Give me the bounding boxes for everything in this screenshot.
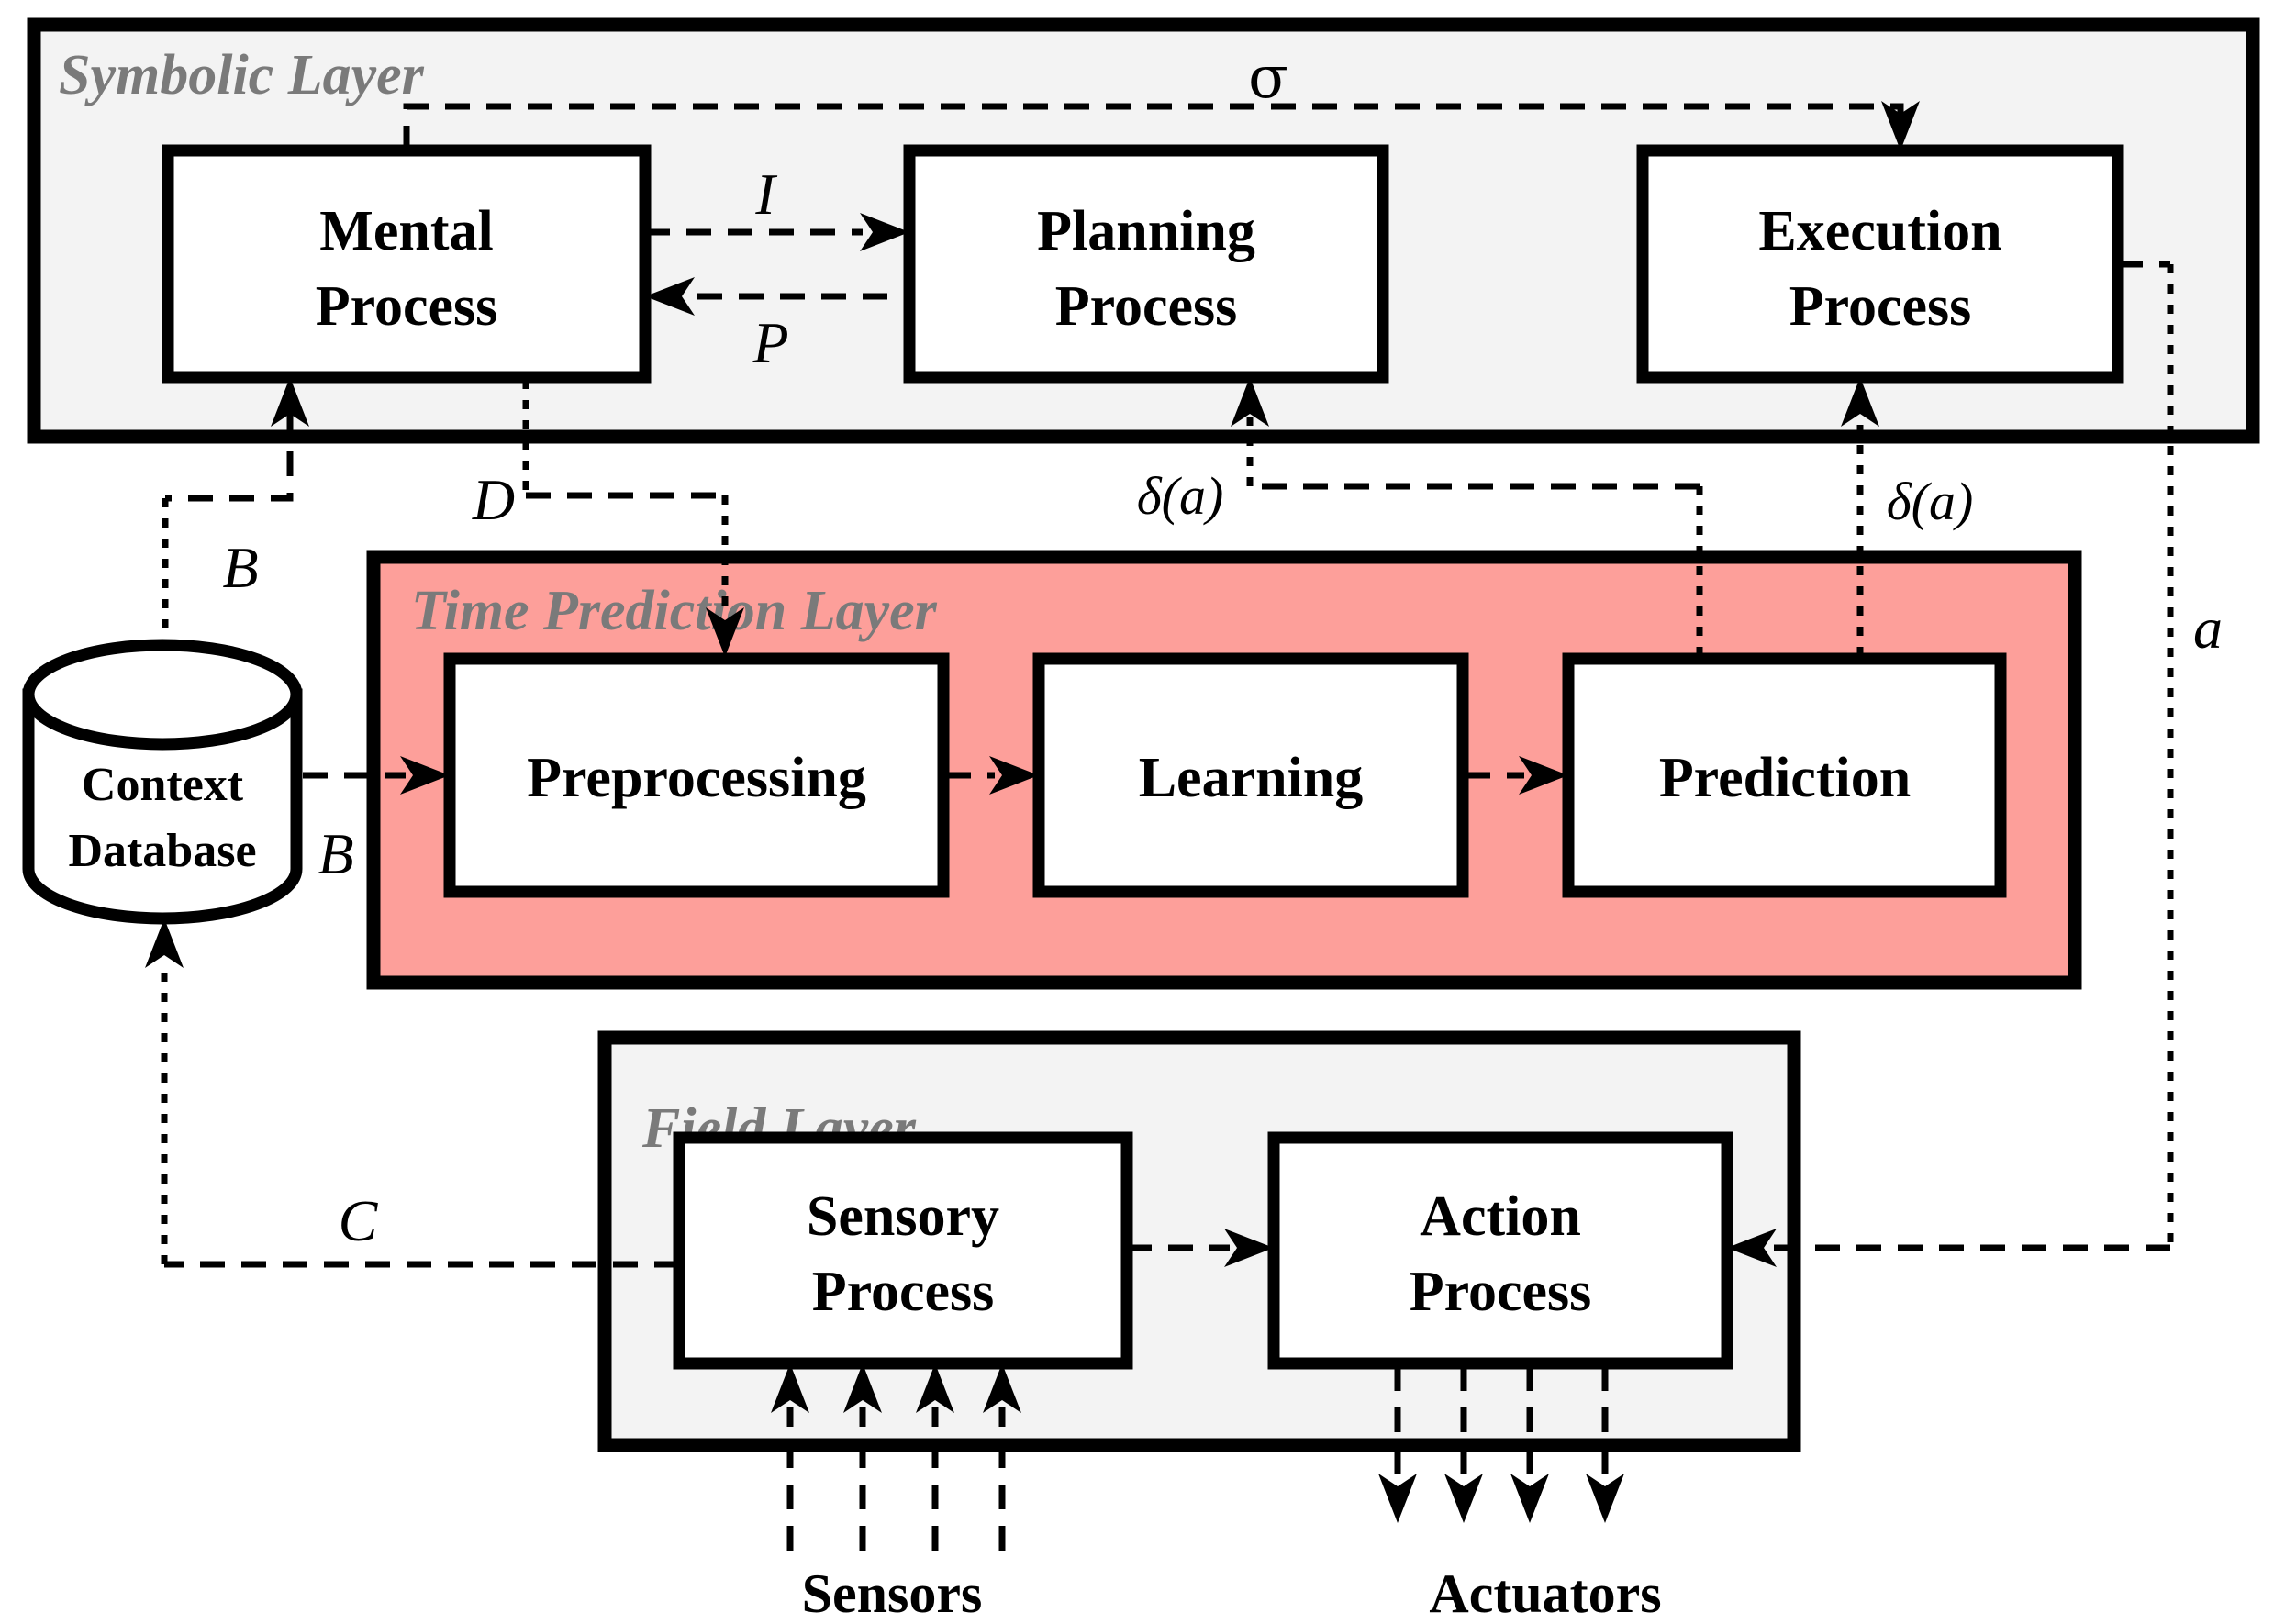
node-execution-process: Execution Process [1636, 144, 2124, 384]
mental-process-label-2: Process [316, 275, 498, 338]
arrowhead-down-icon [1444, 1474, 1483, 1523]
actuators-label: Actuators [1429, 1563, 1661, 1624]
execution-process-box [1636, 144, 2124, 384]
arrowhead-down-icon [1510, 1474, 1549, 1523]
edge-b-to-mental-label: B [222, 535, 258, 600]
context-database-label-2: Database [68, 825, 256, 877]
edge-intentions-label: I [754, 161, 777, 227]
preprocessing-box [443, 652, 950, 898]
arrowhead-down-icon [1378, 1474, 1417, 1523]
edge-c-label: C [339, 1188, 379, 1253]
arrowhead-right-icon [989, 756, 1039, 795]
edge-learning-to-prediction [1466, 756, 1568, 795]
edge-sigma: σ [403, 44, 1920, 150]
planning-process-box [903, 144, 1389, 384]
edge-sigma-label: σ [1248, 44, 1288, 112]
arrowhead-up-icon [916, 1363, 954, 1413]
time-prediction-layer-label: Time Prediction Layer [411, 580, 938, 642]
edge-sigma-path [403, 103, 1904, 150]
edge-c: C [145, 918, 679, 1268]
arrowhead-up-icon [1231, 377, 1269, 427]
edge-preprocessing-to-learning [946, 756, 1039, 795]
arrowhead-up-icon [145, 918, 184, 968]
arrowhead-down-icon [1881, 101, 1920, 150]
prediction-label: Prediction [1659, 747, 1911, 809]
arrowhead-right-icon [860, 213, 909, 251]
learning-label: Learning [1139, 747, 1364, 809]
edge-sensory-to-action [1127, 1229, 1274, 1267]
arrowhead-down-icon [706, 607, 744, 657]
edge-a: a [1727, 261, 2223, 1267]
mental-process-label-1: Mental [319, 200, 493, 262]
edge-b-to-preprocessing: B [303, 756, 450, 886]
node-sensory-process: Sensory Process [673, 1131, 1133, 1370]
node-preprocessing: Preprocessing [443, 652, 950, 898]
node-learning: Learning [1032, 652, 1469, 898]
action-process-label-2: Process [1410, 1261, 1592, 1323]
node-action-process: Action Process [1267, 1131, 1733, 1370]
sensor-input-arrows [771, 1363, 1021, 1551]
edge-delta-a-to-execution-label: δ(a) [1887, 472, 1974, 531]
arrowhead-right-icon [400, 756, 450, 795]
action-process-box [1267, 1131, 1733, 1370]
action-process-label-1: Action [1420, 1185, 1581, 1248]
mental-process-box [162, 144, 652, 384]
execution-process-label-1: Execution [1758, 200, 2001, 262]
edge-a-label: a [2193, 595, 2223, 661]
context-database-label-1: Context [82, 759, 244, 811]
node-planning-process: Planning Process [903, 144, 1389, 384]
sensory-process-label-1: Sensory [807, 1185, 999, 1248]
database-cylinder-body [22, 688, 303, 925]
node-context-database: Context Database [22, 639, 303, 925]
arrowhead-right-icon [1224, 1229, 1274, 1267]
edge-b-to-mental: B [162, 377, 309, 642]
edge-d: D [472, 380, 744, 657]
database-cylinder-top [22, 639, 303, 751]
arrowhead-down-icon [1586, 1474, 1624, 1523]
arrowhead-up-icon [983, 1363, 1021, 1413]
sensors-label: Sensors [802, 1563, 983, 1624]
node-prediction: Prediction [1562, 652, 2007, 898]
arrowhead-up-icon [771, 1363, 809, 1413]
edge-plans-label: P [752, 310, 788, 375]
edge-d-label: D [472, 467, 515, 532]
edge-delta-a-to-execution: δ(a) [1841, 377, 1973, 656]
execution-process-label-2: Process [1789, 275, 1972, 338]
planning-process-label-1: Planning [1037, 200, 1255, 262]
sensory-process-label-2: Process [812, 1261, 995, 1323]
symbolic-layer-label: Symbolic Layer [59, 44, 425, 106]
edge-b-to-preprocessing-label: B [318, 821, 353, 886]
arrowhead-right-icon [1519, 756, 1568, 795]
arrowhead-up-icon [1841, 377, 1879, 427]
node-mental-process: Mental Process [162, 144, 652, 384]
arrowhead-up-icon [843, 1363, 882, 1413]
edge-intentions: I [645, 161, 909, 251]
edge-delta-a-to-planning: δ(a) [1137, 377, 1703, 656]
edge-b-to-mental-path1 [165, 410, 294, 502]
actuator-output-arrows [1378, 1366, 1624, 1523]
arrowhead-up-icon [271, 377, 309, 427]
prediction-box [1562, 652, 2007, 898]
preprocessing-label: Preprocessing [527, 747, 866, 809]
arrowhead-left-icon [645, 277, 695, 316]
planning-process-label-2: Process [1055, 275, 1238, 338]
edge-delta-a-to-planning-label: δ(a) [1137, 466, 1224, 526]
arrowhead-left-icon [1727, 1229, 1777, 1267]
learning-box [1032, 652, 1469, 898]
sensory-process-box [673, 1131, 1133, 1370]
